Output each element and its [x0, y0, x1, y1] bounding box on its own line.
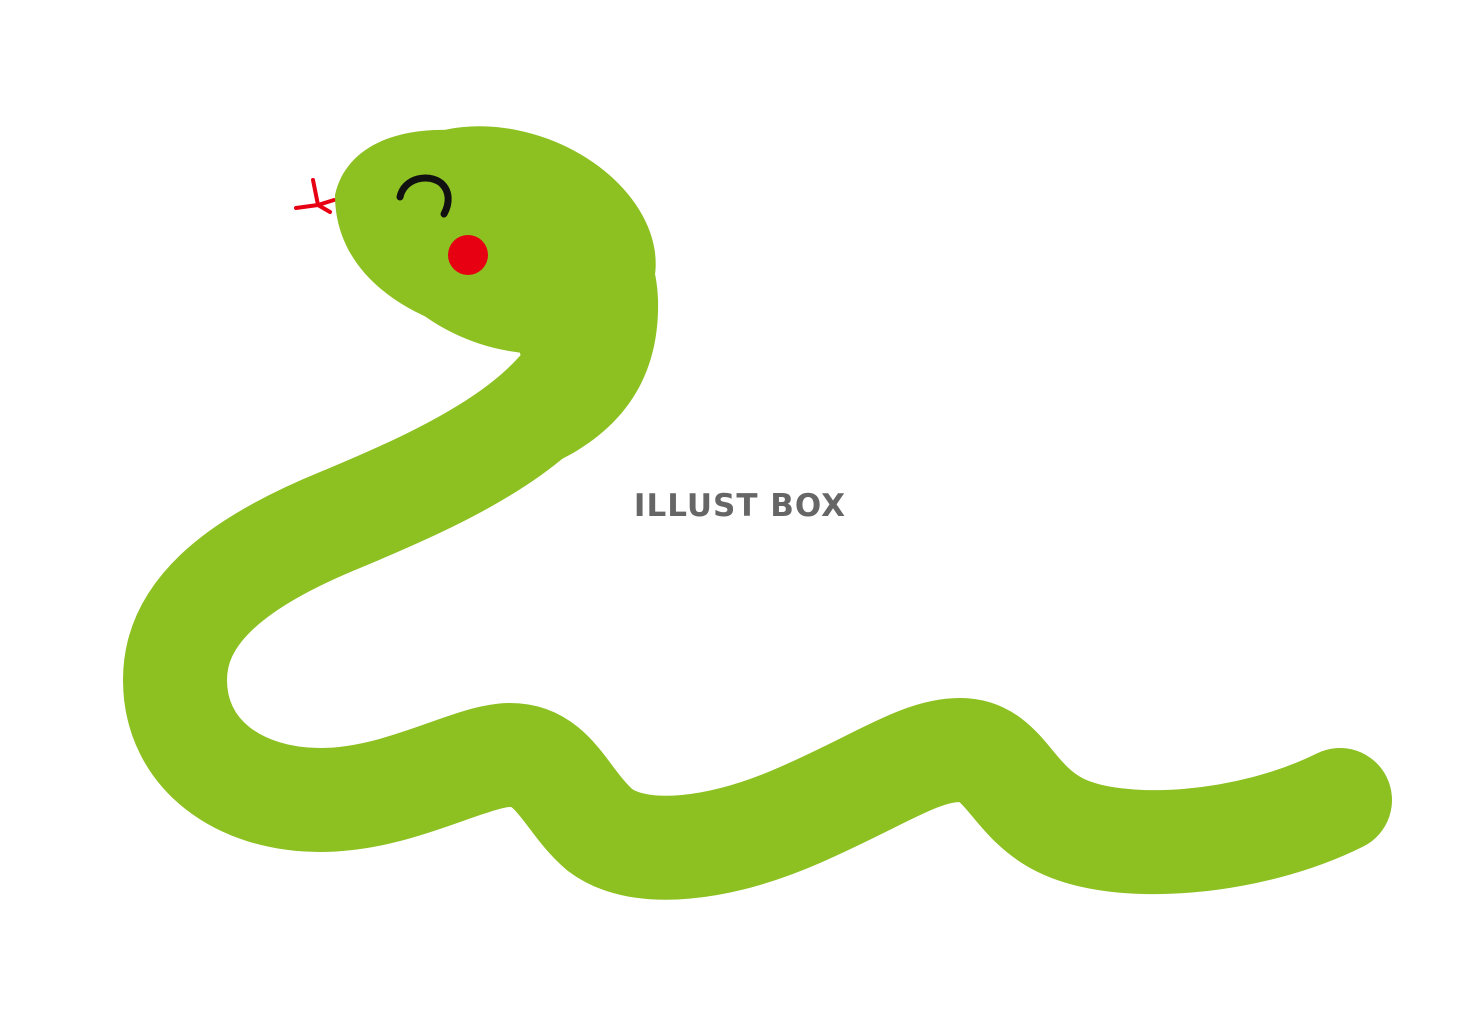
snake-tongue: [294, 178, 336, 214]
snake: [123, 126, 1392, 900]
watermark-text: ILLUST BOX: [633, 488, 847, 524]
cheek-blush: [448, 235, 488, 275]
eye-icon: [396, 174, 452, 218]
snake-body: [123, 248, 1392, 900]
